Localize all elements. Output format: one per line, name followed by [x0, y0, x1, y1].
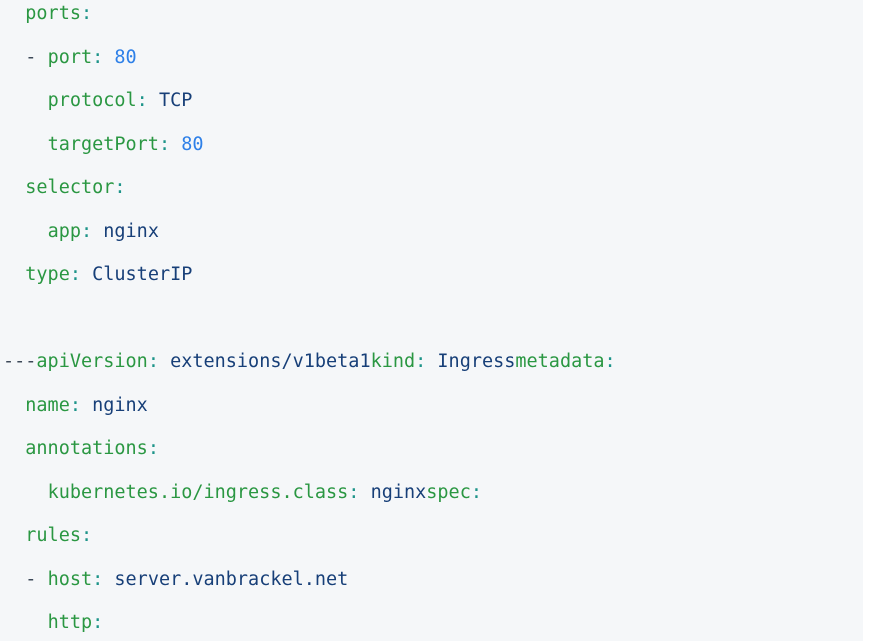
code-token-key: ports — [25, 3, 81, 24]
code-token-key: spec — [426, 481, 471, 503]
code-token-plain — [159, 351, 170, 372]
code-token-punct: : — [69, 264, 81, 285]
code-token-punct: : — [92, 46, 104, 68]
code-line: - host: server.vanbrackel.net — [3, 558, 863, 602]
code-token-plain — [148, 90, 159, 111]
code-line: protocol: TCP — [3, 79, 863, 123]
code-token-key: host — [47, 568, 93, 590]
code-token-punct: : — [114, 177, 126, 198]
code-token-dash: - — [25, 568, 37, 590]
code-token-plain — [36, 569, 47, 590]
code-token-key: app — [47, 220, 81, 242]
code-token-value: nginx — [370, 481, 427, 503]
code-token-plain — [103, 47, 114, 68]
code-line: type: ClusterIP — [3, 253, 863, 297]
code-token-punct: : — [136, 90, 148, 111]
code-token-punct: : — [80, 3, 93, 24]
code-token-plain — [81, 264, 92, 285]
code-token-key: protocol — [47, 90, 137, 111]
code-line: targetPort: 80 — [3, 123, 863, 167]
code-token-punct: : — [147, 438, 159, 459]
code-line: ports: — [3, 0, 863, 36]
code-token-punct: : — [604, 351, 616, 372]
code-token-number: 80 — [114, 46, 137, 68]
code-token-punct: : — [69, 394, 81, 416]
code-token-key: metadata — [515, 351, 605, 372]
code-token-value: server.vanbrackel.net — [114, 568, 349, 590]
code-token-punct: : — [80, 525, 93, 546]
code-line: - port: 80 — [3, 36, 863, 80]
code-token-number: 80 — [181, 133, 204, 155]
code-token-dash: --- — [3, 351, 37, 372]
code-token-punct: : — [470, 481, 482, 503]
code-token-punct: : — [92, 612, 104, 633]
code-token-key: type — [25, 264, 70, 285]
code-token-punct: : — [158, 133, 171, 155]
code-line — [3, 297, 863, 341]
code-token-key: kind — [370, 351, 416, 372]
code-line: kubernetes.io/ingress.class: nginxspec: — [3, 471, 863, 515]
code-line: app: nginx — [3, 210, 863, 254]
code-token-key: name — [25, 394, 70, 416]
code-line: selector: — [3, 166, 863, 210]
code-token-key: selector — [25, 177, 115, 198]
code-token-key: annotations — [25, 438, 148, 459]
code-token-value: nginx — [92, 394, 148, 416]
code-token-value: ClusterIP — [92, 264, 193, 285]
code-token-key: rules — [25, 525, 81, 546]
code-token-value: Ingress — [437, 351, 516, 372]
code-line: http: — [3, 601, 863, 641]
code-line: annotations: — [3, 427, 863, 471]
code-token-punct: : — [348, 481, 360, 503]
code-token-plain — [103, 569, 114, 590]
code-token-key: targetPort — [47, 133, 159, 155]
code-token-plain — [170, 134, 181, 155]
code-token-plain — [92, 221, 103, 242]
code-token-punct: : — [92, 568, 104, 590]
code-token-plain — [359, 482, 370, 503]
code-line: rules: — [3, 514, 863, 558]
code-token-key: port — [47, 46, 93, 68]
code-token-punct: : — [415, 351, 427, 372]
code-token-plain — [81, 395, 92, 416]
code-token-value: nginx — [103, 220, 159, 242]
code-token-key: kubernetes.io/ingress.class — [47, 481, 349, 503]
code-line: name: nginx — [3, 384, 863, 428]
code-token-punct: : — [147, 351, 159, 372]
code-token-key: apiVersion — [36, 351, 148, 372]
code-token-dash: - — [25, 46, 37, 68]
code-token-value: extensions/v1beta1 — [170, 351, 371, 372]
code-token-punct: : — [80, 220, 93, 242]
code-line: ---apiVersion: extensions/v1beta1kind: I… — [3, 340, 863, 384]
code-token-value: TCP — [158, 90, 193, 111]
code-token-plain — [36, 47, 47, 68]
code-token-key: http — [47, 612, 93, 633]
code-token-plain — [426, 351, 437, 372]
